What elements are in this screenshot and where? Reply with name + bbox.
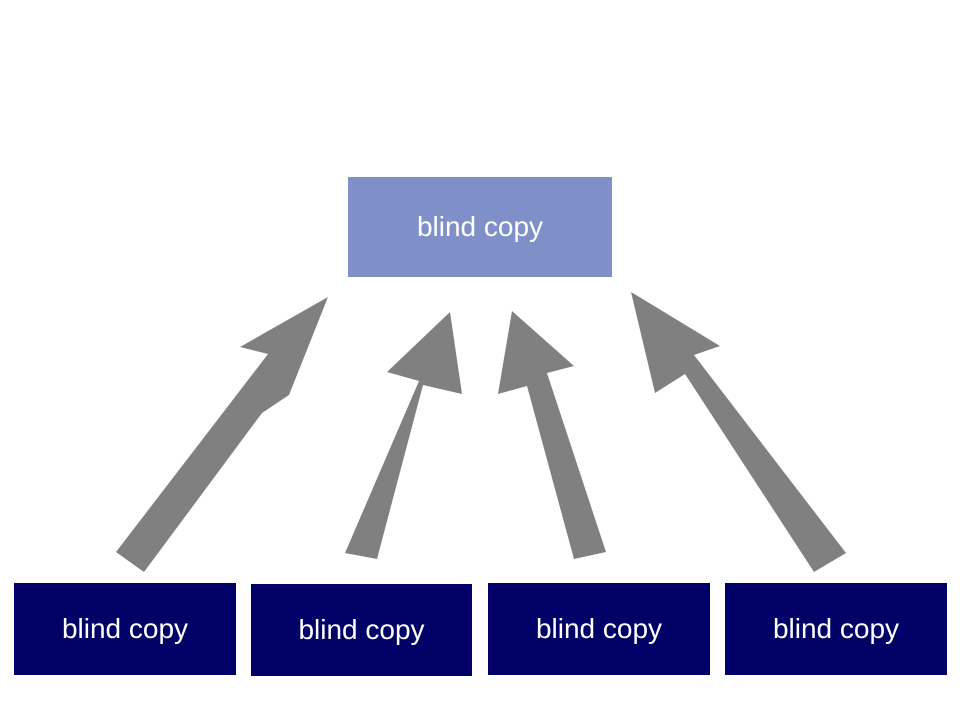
bottom-box-1-label: blind copy xyxy=(61,613,189,644)
bottom-box-2-label: blind copy xyxy=(298,614,425,645)
bottom-box-4-label: blind copy xyxy=(772,613,900,644)
arrow-1 xyxy=(116,297,328,572)
bottom-box-4: blind copy xyxy=(725,583,947,675)
arrow-4 xyxy=(631,292,846,572)
top-box: blind copy xyxy=(348,177,612,277)
arrow-3 xyxy=(498,311,606,559)
arrow-2 xyxy=(345,312,462,559)
bottom-box-2: blind copy xyxy=(251,584,472,676)
bottom-box-3-label: blind copy xyxy=(535,613,663,644)
bottom-box-1: blind copy xyxy=(14,583,236,675)
top-box-label: blind copy xyxy=(416,211,544,242)
bottom-box-3: blind copy xyxy=(488,583,710,675)
